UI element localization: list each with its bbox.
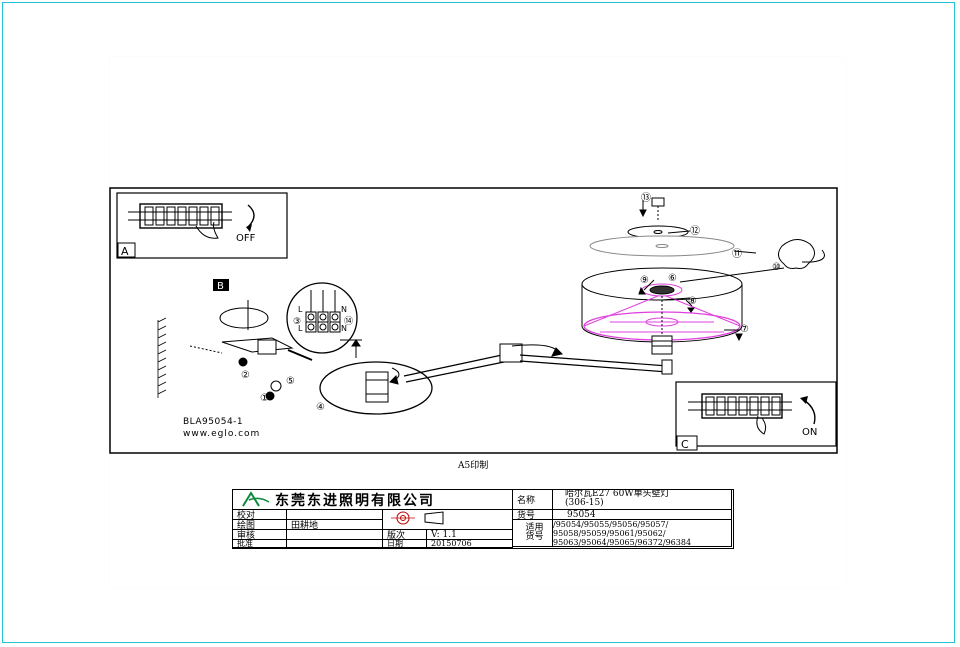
approve-label: 批准	[233, 540, 287, 548]
check-value	[287, 510, 383, 520]
part-14-label: ⑭	[344, 316, 353, 327]
terminal-detail	[286, 282, 362, 358]
applicable-label-1: 适用	[525, 523, 544, 533]
panel-b-label-box	[213, 279, 229, 291]
date-label: 日期	[383, 540, 427, 548]
version-label: 版次	[383, 530, 427, 540]
panel-c	[675, 381, 837, 451]
panel-a-label: A	[121, 245, 129, 258]
applicable-line-1: /95054/95055/95056/95057/	[553, 520, 669, 529]
part-5-label: ⑤	[286, 376, 295, 387]
review-label: 审核	[233, 530, 287, 540]
part-8-label: ⑧	[688, 296, 697, 307]
name-label: 名称	[513, 490, 553, 510]
company-name: 东莞东进照明有限公司	[275, 492, 435, 509]
panel-a: A OFF	[116, 192, 288, 259]
lamp-assembly	[581, 197, 825, 355]
review-value	[287, 530, 383, 540]
model-reference: BLA95054-1	[183, 417, 243, 427]
part-4-label: ④	[316, 402, 325, 413]
part-3-label: ③	[293, 317, 301, 327]
item-label: 货号	[513, 510, 553, 520]
part-7-label: ⑦	[740, 324, 749, 335]
date-value: 20150706	[427, 540, 513, 548]
title-block: 东莞东进照明有限公司 名称 哈尔瓦E27 60W单头壁灯 (306-15) 校对…	[232, 489, 734, 549]
terminal-letter-l: L	[298, 305, 303, 314]
draw-value: 田耕地	[287, 520, 383, 530]
part-1-label: ①	[260, 393, 269, 404]
applicable-label-2: 货号	[525, 532, 544, 542]
off-label: OFF	[236, 233, 256, 244]
on-label: ON	[802, 427, 817, 438]
product-name-code: (306-15)	[565, 498, 604, 508]
website: www.eglo.com	[183, 429, 260, 439]
approve-value	[287, 540, 383, 548]
drawing-border	[109, 187, 838, 454]
part-9-label: ⑨	[640, 275, 649, 286]
terminal-letter-l-2: L	[298, 324, 303, 333]
applicable-line-2: 95058/95059/95061/95062/	[553, 529, 666, 538]
check-label: 校对	[233, 510, 287, 520]
panel-b-label: B	[217, 281, 224, 292]
panel-c-label: C	[681, 438, 689, 451]
company-logo	[242, 490, 270, 507]
applicable-items: /95054/95055/95056/95057/ 95058/95059/95…	[553, 520, 732, 547]
applicable-line-3: 95063/95064/95065/96372/96384	[553, 538, 692, 547]
terminal-letter-n: N	[341, 305, 347, 314]
company-cell: 东莞东进照明有限公司	[233, 490, 513, 510]
item-value: 95054	[553, 510, 732, 520]
name-value-cell: 哈尔瓦E27 60W单头壁灯 (306-15)	[553, 490, 732, 510]
wall-hatch	[157, 317, 167, 398]
version-value: V: 1.1	[427, 530, 513, 540]
print-size-caption: A5印制	[458, 461, 489, 471]
part-13-label: ⑬	[641, 192, 651, 204]
product-name: 哈尔瓦E27 60W单头壁灯	[565, 490, 670, 499]
part-2-label: ②	[241, 370, 250, 381]
mounting-bracket	[189, 300, 313, 401]
part-6-label: ⑥	[668, 273, 677, 284]
part-12-label: ⑫	[690, 225, 700, 237]
wall-plate-and-arm	[319, 343, 673, 415]
projection-symbol	[383, 510, 513, 530]
terminal-letter-n-2: N	[341, 324, 347, 333]
part-11-label: ⑪	[732, 248, 742, 260]
applicable-label-cell: 适用 货号	[513, 520, 553, 547]
draw-label: 绘图	[233, 520, 287, 530]
part-10-label: ⑩	[772, 262, 781, 273]
